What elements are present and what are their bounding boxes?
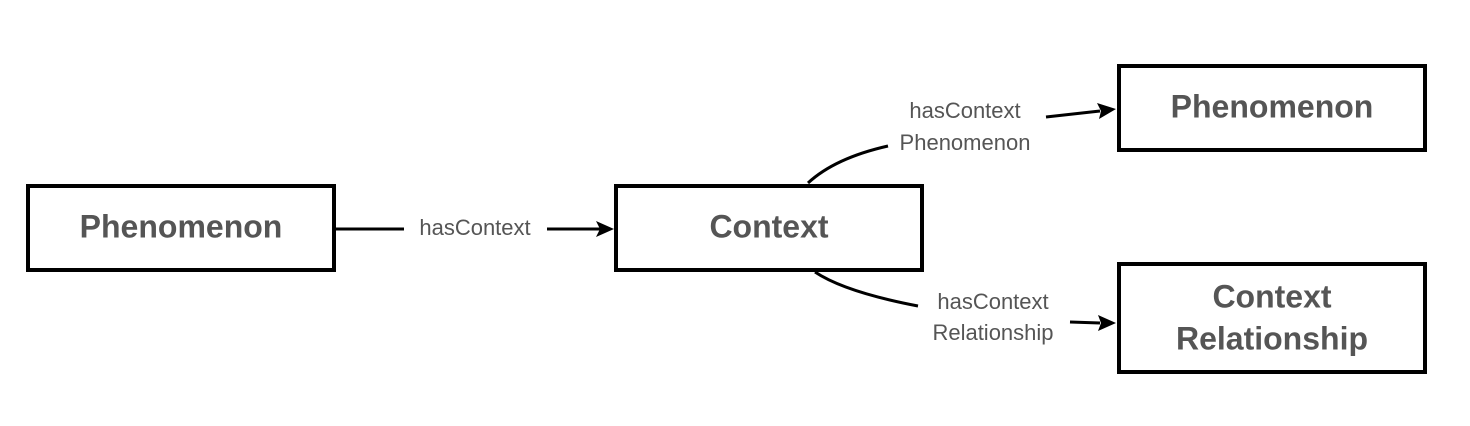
- node-label-line: Relationship: [1176, 320, 1368, 356]
- edge-has-context-phenomenon: hasContext Phenomenon: [806, 98, 1116, 185]
- edge-line: [1069, 320, 1101, 325]
- node-phenomenon-right: Phenomenon: [1117, 64, 1427, 152]
- node-box: [1117, 64, 1427, 152]
- edge-label-line: Relationship: [932, 320, 1053, 345]
- node-phenomenon-left: Phenomenon: [26, 184, 336, 272]
- edge-line: [1045, 109, 1101, 119]
- node-label: Phenomenon: [80, 208, 283, 244]
- node-box: [1117, 262, 1427, 374]
- node-label: Context: [709, 208, 828, 244]
- edge-has-context-relationship: hasContext Relationship: [814, 270, 1116, 345]
- node-box: [26, 184, 336, 272]
- arrow-head: [1098, 315, 1116, 331]
- node-label-line: Context: [1212, 278, 1331, 314]
- arrow-head: [596, 221, 614, 237]
- node-context-relationship: Context Relationship: [1117, 262, 1427, 374]
- edge-has-context: hasContext: [335, 215, 614, 240]
- edge-label-line: hasContext: [909, 98, 1020, 123]
- edge-line: [814, 270, 919, 308]
- node-label: Phenomenon: [1171, 88, 1374, 124]
- node-context: Context: [614, 184, 924, 272]
- edge-line: [806, 144, 889, 185]
- node-box: [614, 184, 924, 272]
- edge-label: hasContext: [419, 215, 530, 240]
- arrow-head: [1097, 103, 1116, 119]
- edge-label-line: hasContext: [937, 289, 1048, 314]
- edge-label-line: Phenomenon: [900, 130, 1031, 155]
